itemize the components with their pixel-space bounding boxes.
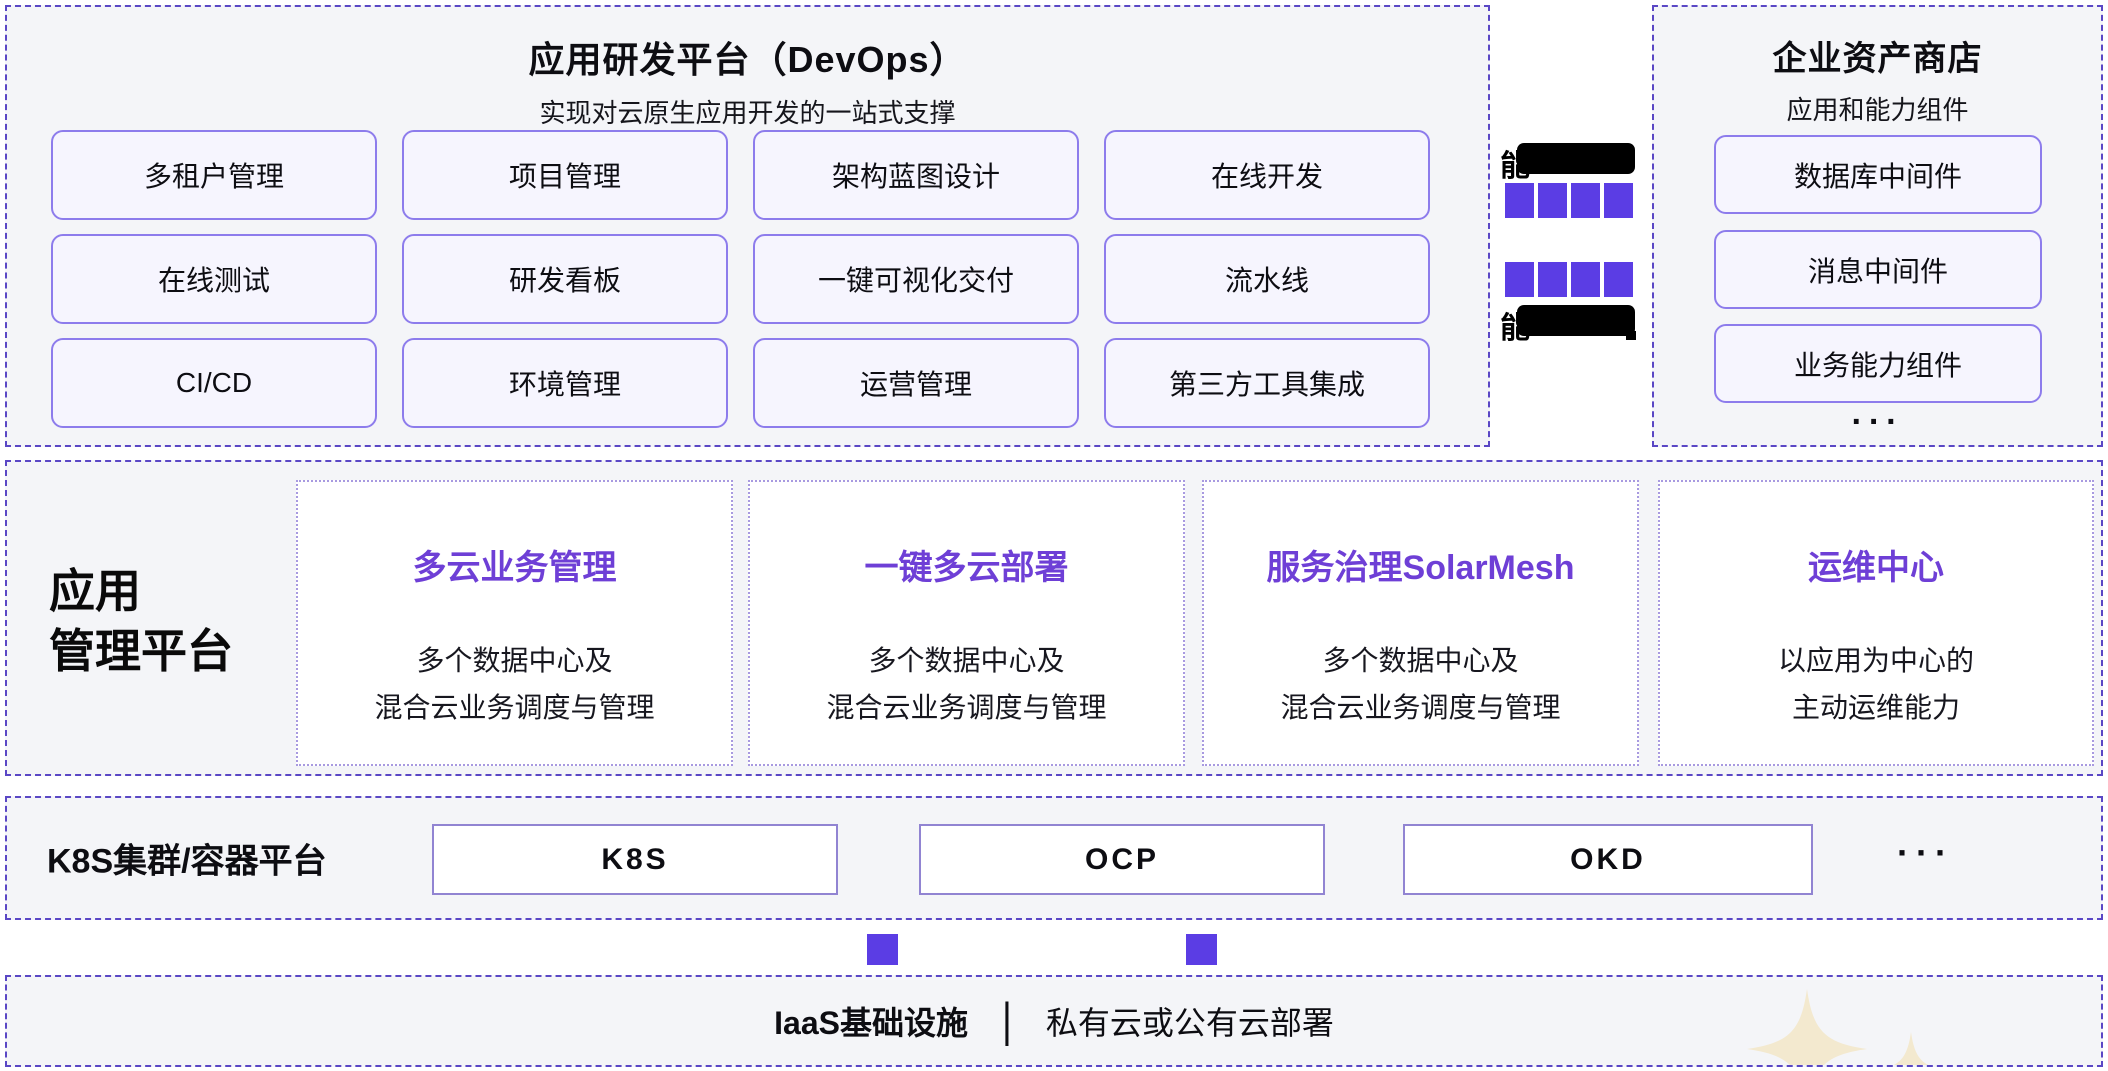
- asset-item-database-middleware: 数据库中间件: [1714, 135, 2042, 214]
- card-title: 服务治理SolarMesh: [1266, 549, 1575, 587]
- devops-capability-grid: 多租户管理 项目管理 架构蓝图设计 在线开发 在线测试 研发看板 一键可视化交付…: [51, 130, 1430, 428]
- card-desc-line: 多个数据中心及: [868, 645, 1065, 676]
- devops-item-cicd: CI/CD: [51, 338, 377, 428]
- container-platform-label: K8S集群/容器平台: [47, 842, 327, 881]
- card-desc-line: 多个数据中心及: [1322, 645, 1519, 676]
- devops-item-kanban: 研发看板: [402, 234, 728, 324]
- app-management-band: 应用 管理平台 多云业务管理 多个数据中心及 混合云业务调度与管理 一键多云部署…: [5, 460, 2103, 776]
- mgmt-card-onekey-deploy: 一键多云部署 多个数据中心及 混合云业务调度与管理: [748, 480, 1185, 766]
- redacted-label-top: [1517, 143, 1635, 174]
- flow-arrow-bottom: [1505, 262, 1633, 297]
- card-desc-line: 以应用为中心的: [1777, 645, 1974, 676]
- flow-square: [1505, 183, 1534, 218]
- flow-square: [1538, 183, 1567, 218]
- redacted-label-bottom-tail: [1626, 331, 1636, 340]
- iaas-subtitle: 私有云或公有云部署: [1045, 1005, 1334, 1041]
- card-title: 运维中心: [1808, 549, 1944, 587]
- card-desc-line: 混合云业务调度与管理: [826, 692, 1107, 724]
- iaas-title: IaaS基础设施: [774, 1005, 968, 1041]
- connector-square-left: [867, 934, 898, 965]
- card-desc-line: 主动运维能力: [1791, 692, 1960, 724]
- asset-item-business-component: 业务能力组件: [1714, 324, 2042, 403]
- devops-item-thirdparty: 第三方工具集成: [1104, 338, 1430, 428]
- platform-box-k8s: K8S: [432, 824, 838, 895]
- devops-item-ops: 运营管理: [753, 338, 1079, 428]
- redacted-label-bottom: [1517, 305, 1635, 336]
- app-management-label: 应用 管理平台: [49, 562, 233, 682]
- devops-item-env: 环境管理: [402, 338, 728, 428]
- devops-item-blueprint: 架构蓝图设计: [753, 130, 1079, 220]
- devops-item-online-dev: 在线开发: [1104, 130, 1430, 220]
- asset-store-panel: 企业资产商店 应用和能力组件 数据库中间件 消息中间件 业务能力组件 ···: [1652, 5, 2103, 447]
- connector-square-right: [1186, 934, 1217, 965]
- platform-more-ellipsis: ···: [1897, 832, 1954, 873]
- devops-platform-panel: 应用研发平台（DevOps） 实现对云原生应用开发的一站式支撑 多租户管理 项目…: [5, 5, 1490, 447]
- flow-square: [1571, 262, 1600, 297]
- devops-item-visual-delivery: 一键可视化交付: [753, 234, 1079, 324]
- platform-box-okd: OKD: [1403, 824, 1813, 895]
- devops-platform-subtitle: 实现对云原生应用开发的一站式支撑: [539, 98, 956, 128]
- app-management-label-line2: 管理平台: [49, 624, 233, 677]
- iaas-band: IaaS基础设施 | 私有云或公有云部署: [5, 975, 2103, 1067]
- app-management-label-line1: 应用: [49, 565, 141, 617]
- mgmt-card-multicloud-business: 多云业务管理 多个数据中心及 混合云业务调度与管理: [296, 480, 733, 766]
- iaas-divider: |: [1001, 994, 1012, 1047]
- asset-store-title: 企业资产商店: [1772, 40, 1983, 78]
- sparkle-icon-large: [1747, 989, 1867, 1065]
- asset-store-subtitle: 应用和能力组件: [1786, 95, 1969, 125]
- card-desc-line: 混合云业务调度与管理: [1280, 692, 1561, 724]
- flow-square: [1538, 262, 1567, 297]
- card-description: 多个数据中心及 混合云业务调度与管理: [750, 637, 1183, 731]
- card-description: 多个数据中心及 混合云业务调度与管理: [1204, 637, 1637, 731]
- devops-item-project: 项目管理: [402, 130, 728, 220]
- devops-item-online-test: 在线测试: [51, 234, 377, 324]
- card-title: 多云业务管理: [412, 549, 617, 587]
- platform-box-ocp: OCP: [919, 824, 1325, 895]
- card-desc-line: 混合云业务调度与管理: [374, 692, 655, 724]
- asset-item-message-middleware: 消息中间件: [1714, 230, 2042, 309]
- flow-square: [1571, 183, 1600, 218]
- devops-item-pipeline: 流水线: [1104, 234, 1430, 324]
- mgmt-card-ops-center: 运维中心 以应用为中心的 主动运维能力: [1658, 480, 2094, 766]
- flow-arrow-top: [1505, 183, 1633, 218]
- asset-more-ellipsis: ···: [1851, 403, 1904, 441]
- iaas-row: IaaS基础设施 | 私有云或公有云部署: [7, 977, 2101, 1065]
- mgmt-card-solarmesh: 服务治理SolarMesh 多个数据中心及 混合云业务调度与管理: [1202, 480, 1639, 766]
- card-title: 一键多云部署: [864, 549, 1069, 587]
- flow-square: [1505, 262, 1534, 297]
- sparkle-icon-small: [1893, 1032, 1929, 1065]
- card-desc-line: 多个数据中心及: [416, 645, 613, 676]
- card-description: 以应用为中心的 主动运维能力: [1660, 637, 2092, 731]
- card-description: 多个数据中心及 混合云业务调度与管理: [298, 637, 731, 731]
- devops-item-tenant: 多租户管理: [51, 130, 377, 220]
- devops-platform-title: 应用研发平台（DevOps）: [528, 39, 967, 80]
- flow-square: [1604, 262, 1633, 297]
- flow-square: [1604, 183, 1633, 218]
- container-platform-band: K8S集群/容器平台 K8S OCP OKD ···: [5, 796, 2103, 920]
